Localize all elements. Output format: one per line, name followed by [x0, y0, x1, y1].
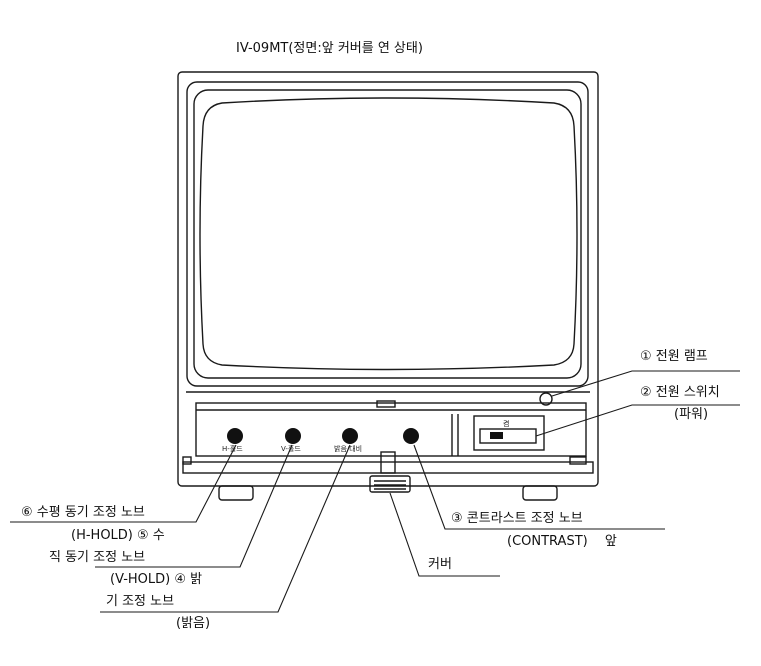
- callout-h-hold-1: ⑥ 수평 동기 조정 노브: [21, 505, 145, 520]
- left-foot: [218, 485, 254, 501]
- crt-screen: [199, 97, 578, 371]
- screen-bezel: [186, 81, 589, 387]
- contrast-knob: [403, 428, 419, 444]
- callout-power-lamp: ① 전원 램프: [640, 349, 708, 364]
- monitor-cabinet: [177, 71, 599, 487]
- callout-power-switch: ② 전원 스위치: [640, 385, 720, 400]
- callout-v-hold-1: 직 동기 조정 노브: [49, 550, 146, 565]
- switch-label: 켬: [503, 420, 509, 428]
- power-switch-toggle: [490, 432, 503, 439]
- callout-v-hold-2: (V-HOLD) ④ 밝: [110, 572, 203, 587]
- cover-tab: [369, 475, 411, 493]
- brightness-knob: [342, 428, 358, 444]
- leader-power-switch: [535, 404, 740, 437]
- leader-h-hold: [10, 444, 237, 523]
- v-hold-knob: [285, 428, 301, 444]
- callout-contrast-sub: (CONTRAST) 앞: [507, 534, 617, 549]
- callout-power-switch-sub: (파워): [674, 407, 709, 422]
- callout-bright-2: (밝음): [176, 616, 211, 631]
- callout-bright-1: 기 조정 노브: [106, 594, 175, 609]
- callout-cover: 커버: [428, 557, 452, 572]
- control-panel: [195, 402, 587, 457]
- leader-brightness: [100, 444, 351, 613]
- callout-contrast: ③ 콘트라스트 조정 노브: [451, 511, 583, 526]
- right-foot: [522, 485, 558, 501]
- knob-label-h: H-홀드: [222, 444, 243, 453]
- power-lamp: [539, 392, 553, 406]
- callout-h-hold-2: (H-HOLD) ⑤ 수: [71, 528, 165, 543]
- leader-power-lamp: [551, 370, 740, 397]
- knob-label-v: V-홀드: [281, 444, 301, 453]
- leader-cover: [389, 492, 500, 577]
- h-hold-knob: [227, 428, 243, 444]
- leader-v-hold: [95, 444, 293, 568]
- leader-contrast: [413, 444, 665, 530]
- diagram-title: IV-09MT(정면:앞 커버를 연 상태): [236, 41, 423, 56]
